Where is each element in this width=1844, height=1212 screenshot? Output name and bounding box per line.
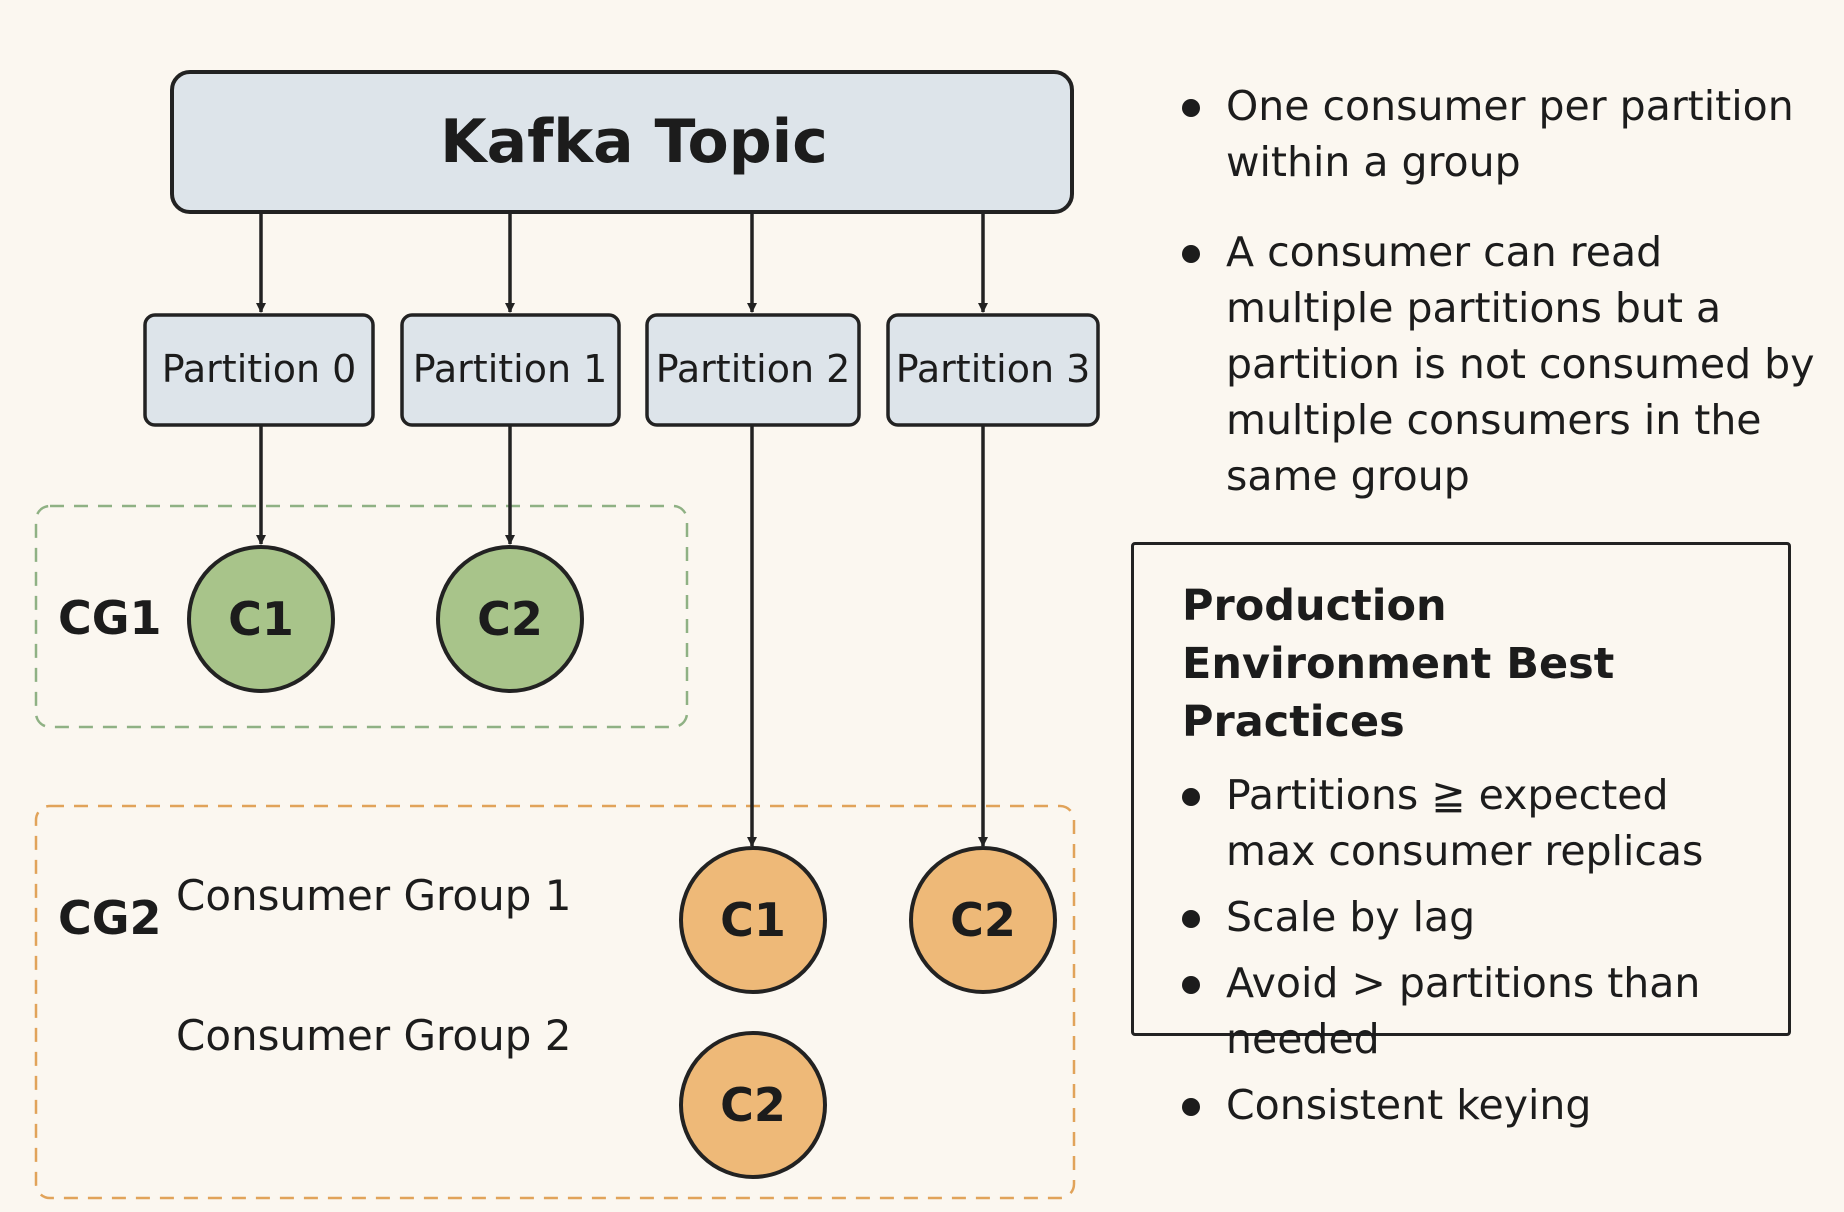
best-practice-item: Scale by lag	[1182, 889, 1768, 945]
best-practices-panel: Production Environment Best Practices Pa…	[1131, 542, 1791, 1129]
note-item: One consumer per partition within a grou…	[1182, 78, 1832, 190]
notes-list: One consumer per partition within a grou…	[1182, 78, 1832, 538]
note-item: A consumer can read multiple partitions …	[1182, 224, 1832, 504]
cg2-consumer-c2-second: C2	[679, 1031, 827, 1179]
partition-1-box: Partition 1	[400, 313, 621, 427]
cg1-consumer-c1: C1	[187, 545, 335, 693]
best-practice-item: Partitions ≧ expected max consumer repli…	[1182, 767, 1768, 879]
kafka-topic-label: Kafka Topic	[440, 107, 828, 177]
cg2-consumer-c2: C2	[909, 846, 1057, 994]
cg2-consumer-c2-second-label: C2	[720, 1078, 786, 1132]
cg2-boundary	[34, 804, 1076, 1200]
cg2-consumer-c2-label: C2	[950, 893, 1016, 947]
partition-2-box: Partition 2	[645, 313, 861, 427]
cg1-consumer-c1-label: C1	[228, 592, 294, 646]
cg2-consumer-c1-label: C1	[720, 893, 786, 947]
best-practice-item: Avoid > partitions than needed	[1182, 955, 1768, 1067]
cg1-label: CG1	[58, 591, 162, 645]
partition-1-label: Partition 1	[413, 347, 608, 391]
cg1-consumer-c2: C2	[436, 545, 584, 693]
partition-3-label: Partition 3	[896, 347, 1091, 391]
partition-2-label: Partition 2	[656, 347, 851, 391]
cg2-consumer-c1: C1	[679, 846, 827, 994]
partition-0-box: Partition 0	[143, 313, 375, 427]
kafka-topic-box: Kafka Topic	[170, 70, 1074, 214]
best-practices-title: Production Environment Best Practices	[1182, 581, 1615, 747]
cg2-legend-consumer-group-2: Consumer Group 2	[176, 1011, 571, 1060]
best-practices-list: Partitions ≧ expected max consumer repli…	[1182, 767, 1768, 1133]
cg1-consumer-c2-label: C2	[477, 592, 543, 646]
best-practice-item: Consistent keying	[1182, 1077, 1768, 1133]
cg2-legend-consumer-group-1: Consumer Group 1	[176, 871, 571, 920]
partition-0-label: Partition 0	[162, 347, 357, 391]
cg2-label: CG2	[58, 891, 162, 945]
partition-3-box: Partition 3	[886, 313, 1100, 427]
